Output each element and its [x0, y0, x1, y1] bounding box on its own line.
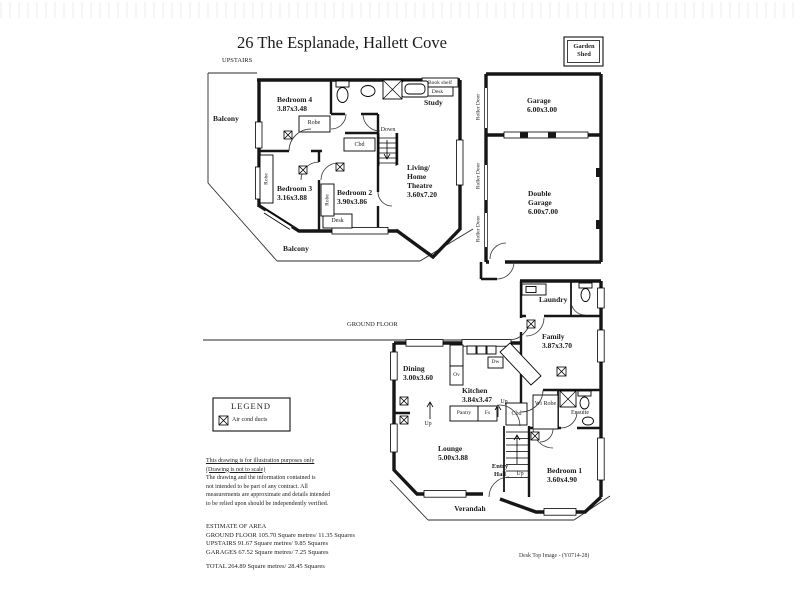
estimate-heading: ESTIMATE OF AREA [206, 523, 267, 530]
footer-image-ref: Desk Top Image - (Y0714-28) [519, 553, 590, 559]
estimate-upstairs: UPSTAIRS 91.67 Square metres/ 9.85 Squar… [206, 540, 329, 547]
roller-door-label-2: Roller Door [475, 162, 482, 190]
room-study: Study [424, 98, 443, 107]
room-balcony-bottom: Balcony [283, 244, 309, 253]
garden-shed-label: Garden Shed [573, 43, 595, 58]
room-family: Family 3.87x3.70 [542, 332, 572, 350]
legend-box [212, 397, 291, 432]
room-double-garage: Double Garage 6.00x7.00 [528, 189, 558, 216]
room-dining: Dining 3.00x3.60 [403, 364, 433, 382]
disclaimer-line-3: The drawing and the information containe… [206, 475, 316, 481]
room-bedroom3: Bedroom 3 3.16x3.88 [277, 184, 313, 202]
fs-label: Fs [484, 410, 491, 416]
robe-bed3-label: Robe [263, 173, 270, 185]
cbd-ground-label: Cbd [511, 411, 522, 417]
garden-shed-box [563, 36, 604, 67]
disclaimer-line-1: This drawing is for illustration purpose… [206, 458, 315, 464]
estimate-total: TOTAL 264.89 Square metres/ 28.45 Square… [206, 563, 325, 570]
up-kitchen-label: Up [500, 399, 508, 405]
estimate-garages: GARAGES 67.52 Square metres/ 7.25 Square… [206, 548, 329, 556]
ground-floor-label: GROUND FLOOR [347, 321, 398, 328]
scan-noise [0, 2, 800, 18]
room-lounge: Lounge 5.00x3.88 [438, 444, 468, 462]
wi-robe-label: Wi Robe [534, 401, 557, 407]
room-laundry: Laundry [539, 295, 568, 304]
joinery-boxes [259, 77, 559, 430]
oven-label: Ov [453, 372, 460, 378]
room-garage: Garage 6.00x3.00 [527, 96, 557, 114]
disclaimer-line-4: not intended to be part of any contract.… [206, 483, 308, 490]
robe-bed4-label: Robe [307, 120, 321, 126]
legend-air-duct-label: Air cond ducts [232, 417, 268, 423]
legend-title: LEGEND [231, 401, 271, 411]
dishwasher-label: Dw [491, 359, 500, 365]
room-bedroom2: Bedroom 2 3.90x3.86 [337, 188, 373, 206]
book-shelf-label: Book shelf [428, 79, 452, 86]
disclaimer-line-5: measurements are approximate and details… [206, 492, 331, 498]
room-balcony-left: Balcony [213, 114, 239, 123]
upstairs-floor-label: UPSTAIRS [222, 57, 253, 64]
verandah-label: Verandah [454, 504, 486, 513]
air-duct-symbols [218, 130, 567, 441]
room-bedroom1: Bedroom 1 3.60x4.90 [547, 466, 583, 484]
page-title: 26 The Esplanade, Hallett Cove [236, 33, 448, 52]
roller-door-label-3: Roller Door [475, 215, 482, 243]
down-label: Down [380, 127, 396, 133]
entry-hall-label: Entry Hall [491, 463, 509, 478]
estimate-ground-floor: GROUND FLOOR 105.70 Square metres/ 11.35… [206, 531, 355, 539]
cbd-upstairs-label: Cbd [354, 141, 365, 148]
robe-bed2-label: Robe [324, 194, 331, 206]
room-bedroom4: Bedroom 4 3.87x3.48 [277, 95, 313, 113]
room-kitchen: Kitchen 3.84x3.47 [462, 386, 492, 404]
stairs [378, 133, 528, 478]
up-stairs-label: Up [516, 471, 524, 477]
walls-exterior [257, 72, 603, 514]
roller-door-lines [484, 88, 488, 247]
disclaimer-line-2: (Drawing is not to scale) [206, 466, 266, 473]
windows [254, 121, 605, 516]
fixtures [335, 79, 594, 426]
roller-door-label-1: Roller Door [475, 93, 482, 121]
wall-nubs [520, 132, 601, 229]
ensuite-label: Ensuite [571, 410, 589, 416]
disclaimer-line-6: to be relied upon should be independentl… [206, 500, 329, 507]
desk-shelf-label: Desk [431, 88, 444, 95]
pantry-label: Pantry [456, 410, 472, 416]
desk-bed2-label: Desk [331, 218, 344, 224]
window-diagonal [263, 209, 293, 230]
up-dining-label: Up [424, 421, 432, 427]
walls-interior [258, 80, 601, 497]
room-living-theatre: Living/ Home Theatre 3.60x7.20 [407, 163, 437, 199]
